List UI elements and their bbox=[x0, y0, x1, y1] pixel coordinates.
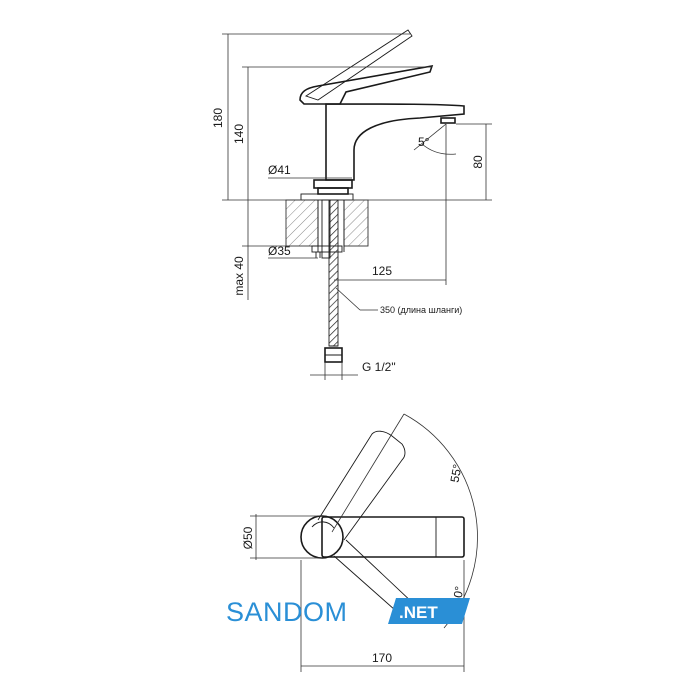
top-view: 55° 30° Ø50 170 bbox=[241, 413, 478, 672]
dim-d41-label: Ø41 bbox=[268, 163, 291, 177]
dim-180-label: 180 bbox=[211, 108, 225, 128]
dim-55deg-label: 55° bbox=[448, 463, 465, 484]
handle-raised-outline bbox=[304, 29, 413, 101]
hose bbox=[328, 199, 339, 347]
spout-top bbox=[321, 516, 465, 558]
countertop-right bbox=[343, 199, 369, 247]
countertop-left bbox=[285, 199, 319, 247]
dim-d35-label: Ø35 bbox=[268, 244, 291, 258]
faucet-body bbox=[325, 103, 465, 181]
watermark-badge bbox=[388, 598, 470, 624]
handle bbox=[299, 64, 434, 105]
watermark-suffix: .NET bbox=[399, 603, 438, 622]
dim-d50-label: Ø50 bbox=[241, 526, 255, 549]
watermark: SANDOM .NET bbox=[226, 597, 470, 627]
watermark-brand: SANDOM bbox=[226, 597, 348, 627]
rotation-arc bbox=[403, 413, 478, 629]
base-plate bbox=[313, 179, 353, 189]
aerator bbox=[440, 117, 456, 124]
dim-thread-label: G 1/2" bbox=[362, 360, 396, 374]
dim-140-label: 140 bbox=[232, 124, 246, 144]
dim-max40-label: max 40 bbox=[232, 256, 246, 296]
dim-80-label: 80 bbox=[471, 155, 485, 169]
dim-125-label: 125 bbox=[372, 264, 392, 278]
dim-170-label: 170 bbox=[372, 651, 392, 665]
side-view: 180 140 max 40 80 Ø41 Ø35 125 5° 350 (дл… bbox=[211, 29, 492, 380]
dim-5deg-label: 5° bbox=[418, 135, 430, 149]
handle-rotated-outline bbox=[317, 430, 406, 541]
dim-350-label: 350 (длина шланги) bbox=[380, 305, 462, 315]
